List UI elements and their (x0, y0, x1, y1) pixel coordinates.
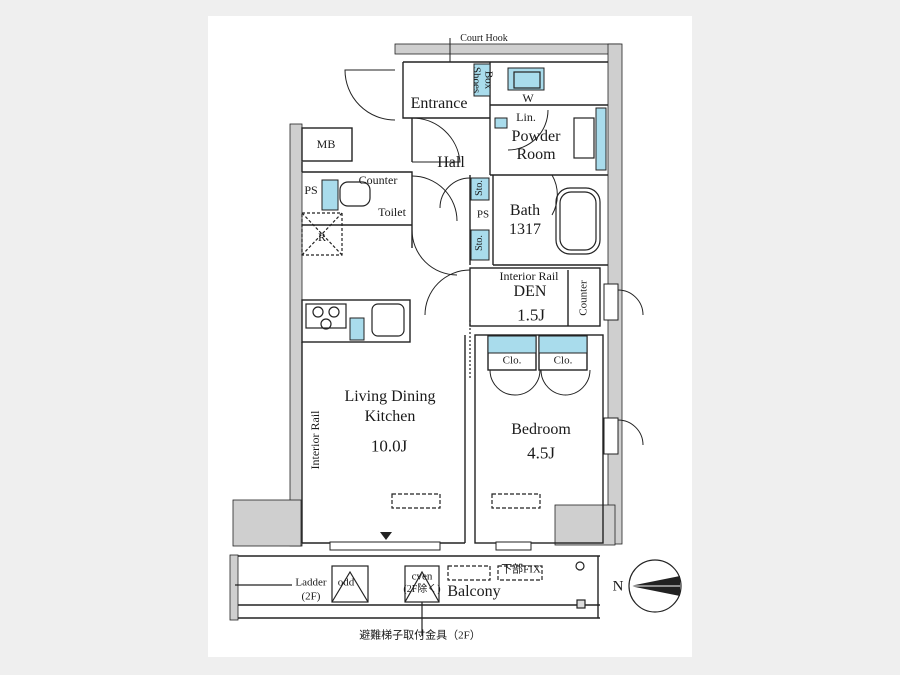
storage-label-1: Sto. (474, 180, 485, 196)
north-label: N (612, 578, 624, 595)
bath-label: Bath (509, 202, 541, 219)
washer-label: W (522, 91, 534, 105)
court-hook-label: Court Hook (460, 33, 508, 44)
den-size-label: 1.5J (517, 305, 545, 325)
counter-top-label: Counter (358, 173, 398, 187)
closet-label-2: Clo. (553, 354, 573, 367)
ladder-label: Ladder (295, 576, 327, 589)
toilet-label: Toilet (378, 205, 406, 219)
bottom-note-label: 避難梯子取付金具（2F） (359, 629, 481, 642)
shoes-box-label-2: Box (482, 70, 495, 90)
storage-label-2: Sto. (474, 235, 485, 251)
powder-room-label-1: Powder (511, 128, 561, 145)
ladder-floor-label: (2F) (301, 590, 321, 603)
entrance-label: Entrance (410, 95, 468, 112)
mb-label: MB (316, 137, 336, 151)
interior-rail-left-label: Interior Rail (308, 410, 322, 470)
den-label: DEN (513, 283, 547, 300)
balcony-label: Balcony (447, 583, 501, 600)
hall-label: Hall (437, 154, 465, 171)
lower-fix-label: 下部FIX (501, 563, 541, 576)
ldk-label-1: Living Dining (344, 388, 436, 405)
shoes-box-label-1: Shoes (470, 66, 483, 94)
vent-note-label: (2F除く) (403, 584, 441, 595)
bath-size-label: 1317 (509, 221, 541, 238)
ps-left-label: PS (304, 183, 318, 197)
refrigerator-label: R (317, 230, 327, 244)
powder-room-label-2: Room (516, 146, 556, 163)
ps-mid-label: PS (476, 208, 490, 221)
closet-label-1: Clo. (502, 354, 522, 367)
appliances (235, 71, 601, 636)
counter-right-label: Counter (577, 280, 590, 316)
ldk-label-2: Kitchen (364, 408, 416, 425)
north-arrow (628, 559, 682, 613)
ldk-size-label: 10.0J (370, 436, 408, 456)
entrance-marker (380, 532, 392, 540)
bedroom-label: Bedroom (511, 421, 571, 438)
hold-label: odd (337, 576, 355, 589)
windows (329, 283, 619, 551)
door-swings (344, 69, 644, 446)
bedroom-size-label: 4.5J (527, 443, 555, 463)
linen-label: Lin. (516, 110, 536, 124)
vent-label: cven (411, 570, 433, 583)
fixtures (321, 63, 607, 354)
interior-rail-top-label: Interior Rail (499, 269, 559, 283)
